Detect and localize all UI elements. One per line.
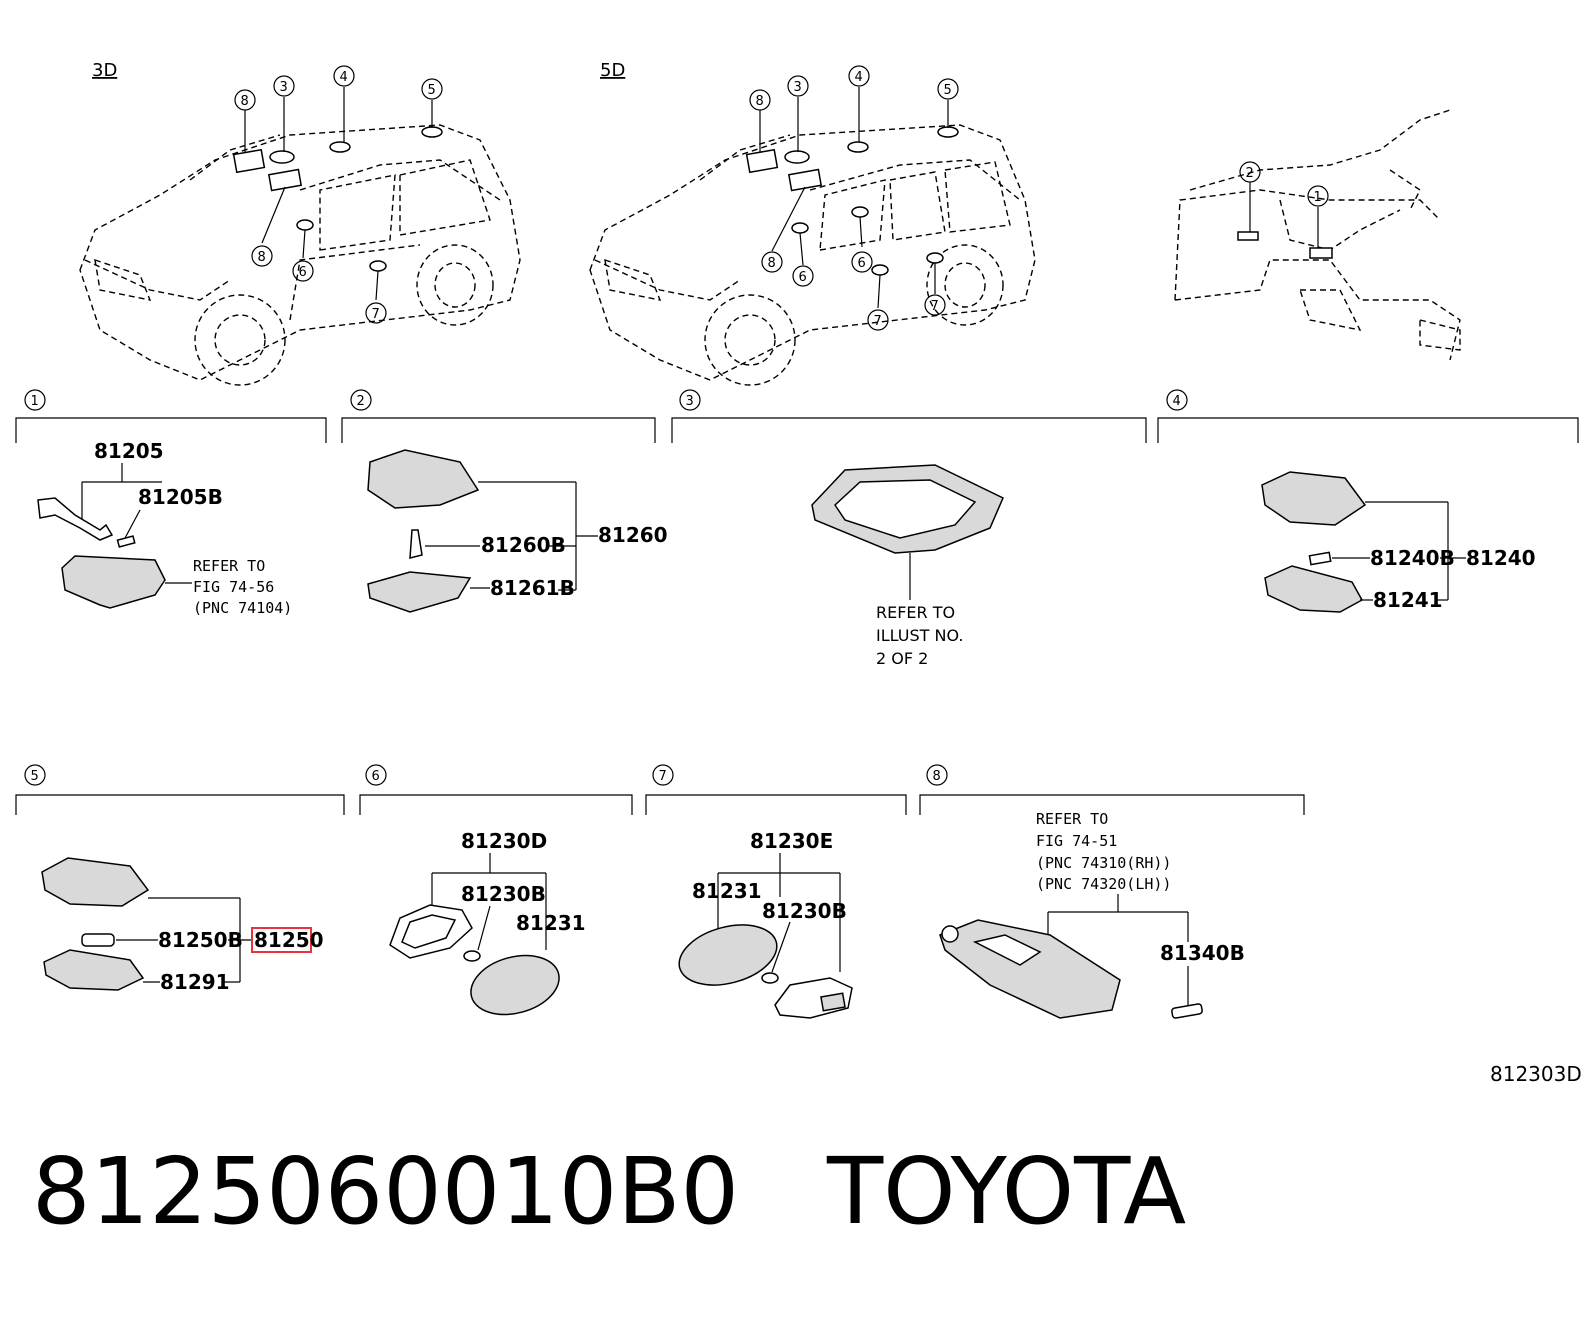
section-2: 2 81260B 81260 81261B [341, 389, 668, 613]
refer-illust-3: ILLUST NO. [876, 626, 963, 645]
callout-5: 5 [421, 78, 443, 100]
svg-text:1: 1 [31, 394, 39, 409]
svg-text:4: 4 [1173, 394, 1181, 409]
section-5: 5 81250B 81250 81291 [15, 764, 345, 994]
callout-6: 6 [851, 251, 873, 273]
part-label-81205[interactable]: 81205 [94, 439, 164, 463]
callout-3: 3 [273, 75, 295, 97]
part-label-81230D[interactable]: 81230D [461, 829, 547, 853]
section-8: 8 REFER TO FIG 74-51 (PNC 74310(RH)) (PN… [919, 764, 1305, 1019]
view-label-5d: 5D [600, 60, 625, 81]
svg-text:3: 3 [280, 80, 288, 95]
svg-text:8: 8 [258, 250, 266, 265]
svg-text:5: 5 [944, 83, 952, 98]
part-label-81230B[interactable]: 81230B [461, 882, 546, 906]
callout-7: 7 [867, 309, 889, 331]
svg-text:4: 4 [340, 70, 348, 85]
part-label-81241[interactable]: 81241 [1373, 588, 1443, 612]
callout-8: 8 [761, 251, 783, 273]
vehicle-3d-illustration: 8 3 4 5 8 6 7 [79, 65, 521, 386]
dashboard-illustration: 2 1 [1174, 109, 1461, 361]
callout-8: 8 [234, 89, 256, 111]
section-4: 4 81240B 81240 81241 [1157, 389, 1579, 613]
svg-text:7: 7 [372, 307, 380, 322]
section-1: 1 81205 81205B REFER TO FIG 74-56 (PNC 7… [15, 389, 327, 617]
part-label-81250-highlighted[interactable]: 81250 [254, 928, 324, 952]
brand-name: TOYOTA [826, 1138, 1187, 1245]
part-label-81230E[interactable]: 81230E [750, 829, 833, 853]
svg-text:3: 3 [794, 80, 802, 95]
svg-text:3: 3 [686, 394, 694, 409]
refer-text-1: REFER TO [193, 557, 265, 575]
callout-6: 6 [292, 260, 314, 282]
svg-text:2: 2 [1246, 166, 1254, 181]
callout-5: 5 [937, 78, 959, 100]
refer-text-8: REFER TO [1036, 810, 1108, 828]
svg-text:7: 7 [659, 769, 667, 784]
svg-text:7: 7 [874, 314, 882, 329]
highlight-box [251, 927, 312, 953]
illustration-id: 812303D [1490, 1062, 1582, 1086]
svg-text:1: 1 [1314, 190, 1322, 205]
svg-text:5: 5 [428, 83, 436, 98]
part-label-81231[interactable]: 81231 [692, 879, 762, 903]
callout-4: 4 [333, 65, 355, 87]
svg-text:2: 2 [357, 394, 365, 409]
callout-7: 7 [924, 294, 946, 316]
callout-4: 4 [848, 65, 870, 87]
part-number: 8125060010B0 [32, 1138, 739, 1245]
svg-text:5: 5 [31, 769, 39, 784]
refer-fig-1: FIG 74-56 [193, 578, 274, 596]
part-label-81340B[interactable]: 81340B [1160, 941, 1245, 965]
part-label-81231[interactable]: 81231 [516, 911, 586, 935]
vehicle-5d-illustration: 8 3 4 5 8 6 6 7 7 [589, 65, 1036, 386]
part-label-81230B[interactable]: 81230B [762, 899, 847, 923]
refer-pnc-lh-8: (PNC 74320(LH)) [1036, 875, 1171, 893]
part-label-81260B[interactable]: 81260B [481, 533, 566, 557]
callout-2: 2 [1239, 161, 1261, 183]
callout-8: 8 [749, 89, 771, 111]
refer-page-3: 2 OF 2 [876, 649, 928, 668]
callout-7: 7 [365, 302, 387, 324]
part-label-81250B[interactable]: 81250B [158, 928, 243, 952]
part-label-81291[interactable]: 81291 [160, 970, 230, 994]
part-label-81205B[interactable]: 81205B [138, 485, 223, 509]
svg-text:8: 8 [768, 256, 776, 271]
callout-6: 6 [792, 265, 814, 287]
refer-fig-8: FIG 74-51 [1036, 832, 1117, 850]
svg-text:4: 4 [855, 70, 863, 85]
callout-8: 8 [251, 245, 273, 267]
part-label-81260[interactable]: 81260 [598, 523, 668, 547]
svg-text:8: 8 [933, 769, 941, 784]
refer-text-3: REFER TO [876, 603, 955, 622]
callout-3: 3 [787, 75, 809, 97]
view-label-3d: 3D [92, 60, 117, 81]
svg-text:6: 6 [799, 270, 807, 285]
svg-text:6: 6 [858, 256, 866, 271]
section-3: 3 REFER TO ILLUST NO. 2 OF 2 [671, 389, 1147, 668]
callout-1: 1 [1307, 185, 1329, 207]
svg-text:8: 8 [756, 94, 764, 109]
svg-text:6: 6 [299, 265, 307, 280]
part-label-81240[interactable]: 81240 [1466, 546, 1536, 570]
part-label-81240B[interactable]: 81240B [1370, 546, 1455, 570]
svg-text:7: 7 [931, 299, 939, 314]
part-label-81261B[interactable]: 81261B [490, 576, 575, 600]
section-7: 7 81230E 81231 81230B [645, 764, 907, 1019]
svg-text:6: 6 [372, 769, 380, 784]
svg-text:8: 8 [241, 94, 249, 109]
refer-pnc-1: (PNC 74104) [193, 599, 292, 617]
refer-pnc-rh-8: (PNC 74310(RH)) [1036, 854, 1171, 872]
section-6: 6 81230D 81230B 81231 [359, 764, 633, 1016]
